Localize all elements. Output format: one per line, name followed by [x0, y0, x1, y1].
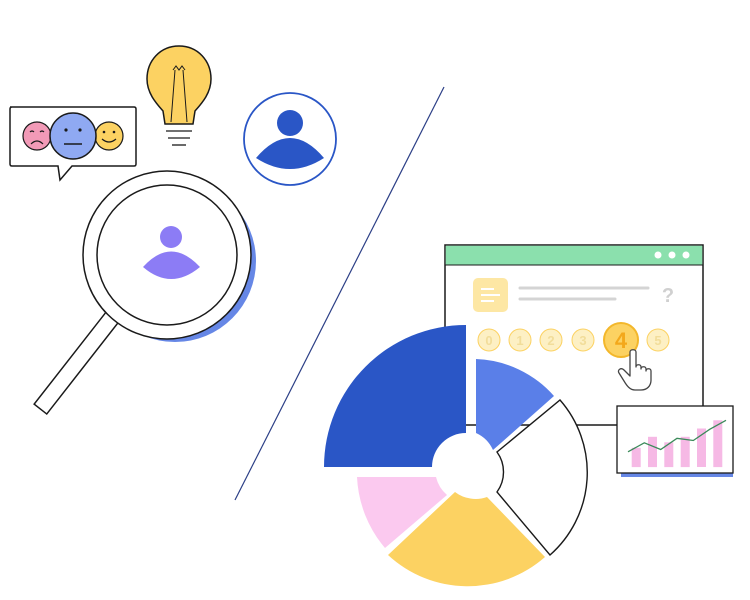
- mini-chart-bar: [664, 442, 674, 468]
- window-titlebar: [445, 245, 703, 265]
- svg-text:5: 5: [654, 333, 661, 348]
- happy-face-icon: [94, 121, 124, 151]
- window-dot: [668, 251, 676, 259]
- rating-option-2[interactable]: 2: [539, 328, 563, 352]
- pie-segment-pink: [357, 477, 447, 548]
- pie-segment-navy: [324, 325, 466, 467]
- window-dot: [654, 251, 662, 259]
- document-icon: [473, 278, 508, 312]
- neutral-face-icon: [49, 112, 97, 160]
- lightbulb-icon: [146, 45, 212, 146]
- mini-chart-bar: [713, 420, 723, 468]
- feedback-bubble: [9, 106, 137, 182]
- svg-text:0: 0: [485, 333, 492, 348]
- rating-option-4-selected[interactable]: 4: [603, 322, 639, 358]
- pointer-hand-icon: [617, 349, 652, 391]
- window-dot: [682, 251, 690, 259]
- mini-chart-bar: [631, 447, 641, 468]
- pie-segment-yellow: [388, 492, 545, 587]
- rating-window: ? 0 1 2 3 4: [444, 244, 704, 426]
- pie-segment-blue: [476, 359, 554, 450]
- mini-chart-trend-line: [627, 419, 727, 453]
- pie-segment-white: [496, 399, 588, 556]
- svg-text:1: 1: [516, 333, 523, 348]
- person-icon: [143, 226, 200, 279]
- rating-option-0[interactable]: 0: [477, 328, 501, 352]
- mini-chart-bar: [697, 428, 706, 467]
- rating-option-3[interactable]: 3: [571, 328, 595, 352]
- magnifying-glass-icon: [33, 170, 256, 416]
- diagonal-divider: [234, 86, 445, 501]
- svg-text:4: 4: [615, 328, 628, 353]
- rating-option-1[interactable]: 1: [508, 328, 532, 352]
- mini-chart-bar: [648, 436, 657, 468]
- svg-text:3: 3: [579, 333, 586, 348]
- question-mark: ?: [662, 285, 674, 307]
- sad-face-icon: [22, 121, 52, 151]
- donut-chart: [324, 325, 588, 587]
- mini-chart-card: [616, 405, 734, 477]
- mini-chart-bars: [631, 420, 723, 468]
- user-avatar-icon: [243, 92, 337, 186]
- mini-chart-bar: [680, 436, 690, 468]
- rating-option-5[interactable]: 5: [646, 328, 670, 352]
- rating-scale: 0 1 2 3 4 5: [477, 322, 670, 358]
- svg-text:2: 2: [547, 333, 554, 348]
